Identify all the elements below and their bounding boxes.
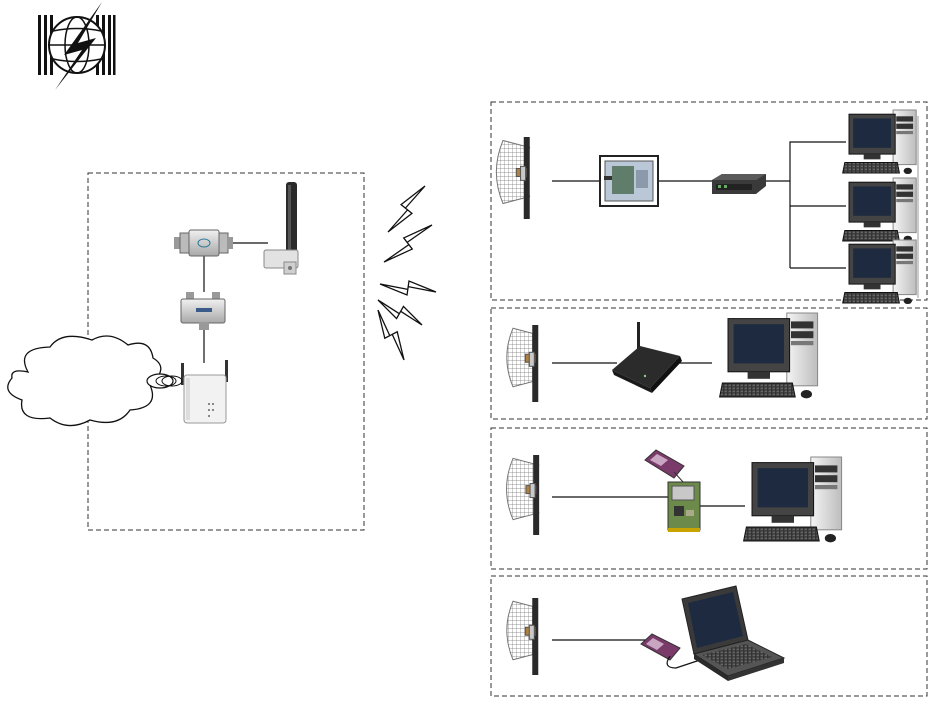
pcmcia-card-icon [641,634,680,660]
lightning-arrester-icon [174,230,233,256]
switch-icon [712,174,766,194]
client-site-pci-border [491,428,927,569]
grid-antenna-icon [507,455,540,535]
desktop-pc-icon [720,313,818,398]
lightning-bolt-icon [378,300,422,325]
lightning-bolt-icon [388,186,425,232]
laptop-icon [682,586,784,681]
omni-antenna-icon [264,182,298,274]
desktop-pc-icon [843,178,916,242]
grid-antenna-icon [496,137,529,219]
radio-links [378,186,436,360]
desktop-pc-icon [744,457,842,542]
lightning-bolt-icon [378,310,404,360]
desktop-pc-icon [843,240,916,304]
wall-box-icon [600,156,658,206]
wire-switch-pc1 [766,142,846,181]
pcmcia-card-icon [645,450,684,483]
wireless-router-icon [612,322,682,393]
pci-adapter-icon [668,482,700,532]
globe-lightning-logo [38,2,116,90]
splitter-icon [181,292,225,330]
lightning-bolt-icon [380,281,436,295]
grid-antenna-icon [507,325,538,402]
access-point-icon [181,360,228,423]
cloud-icon [8,336,182,426]
lightning-bolt-icon [384,225,432,262]
grid-antenna-icon [507,598,538,675]
desktop-pc-icon [843,110,916,174]
